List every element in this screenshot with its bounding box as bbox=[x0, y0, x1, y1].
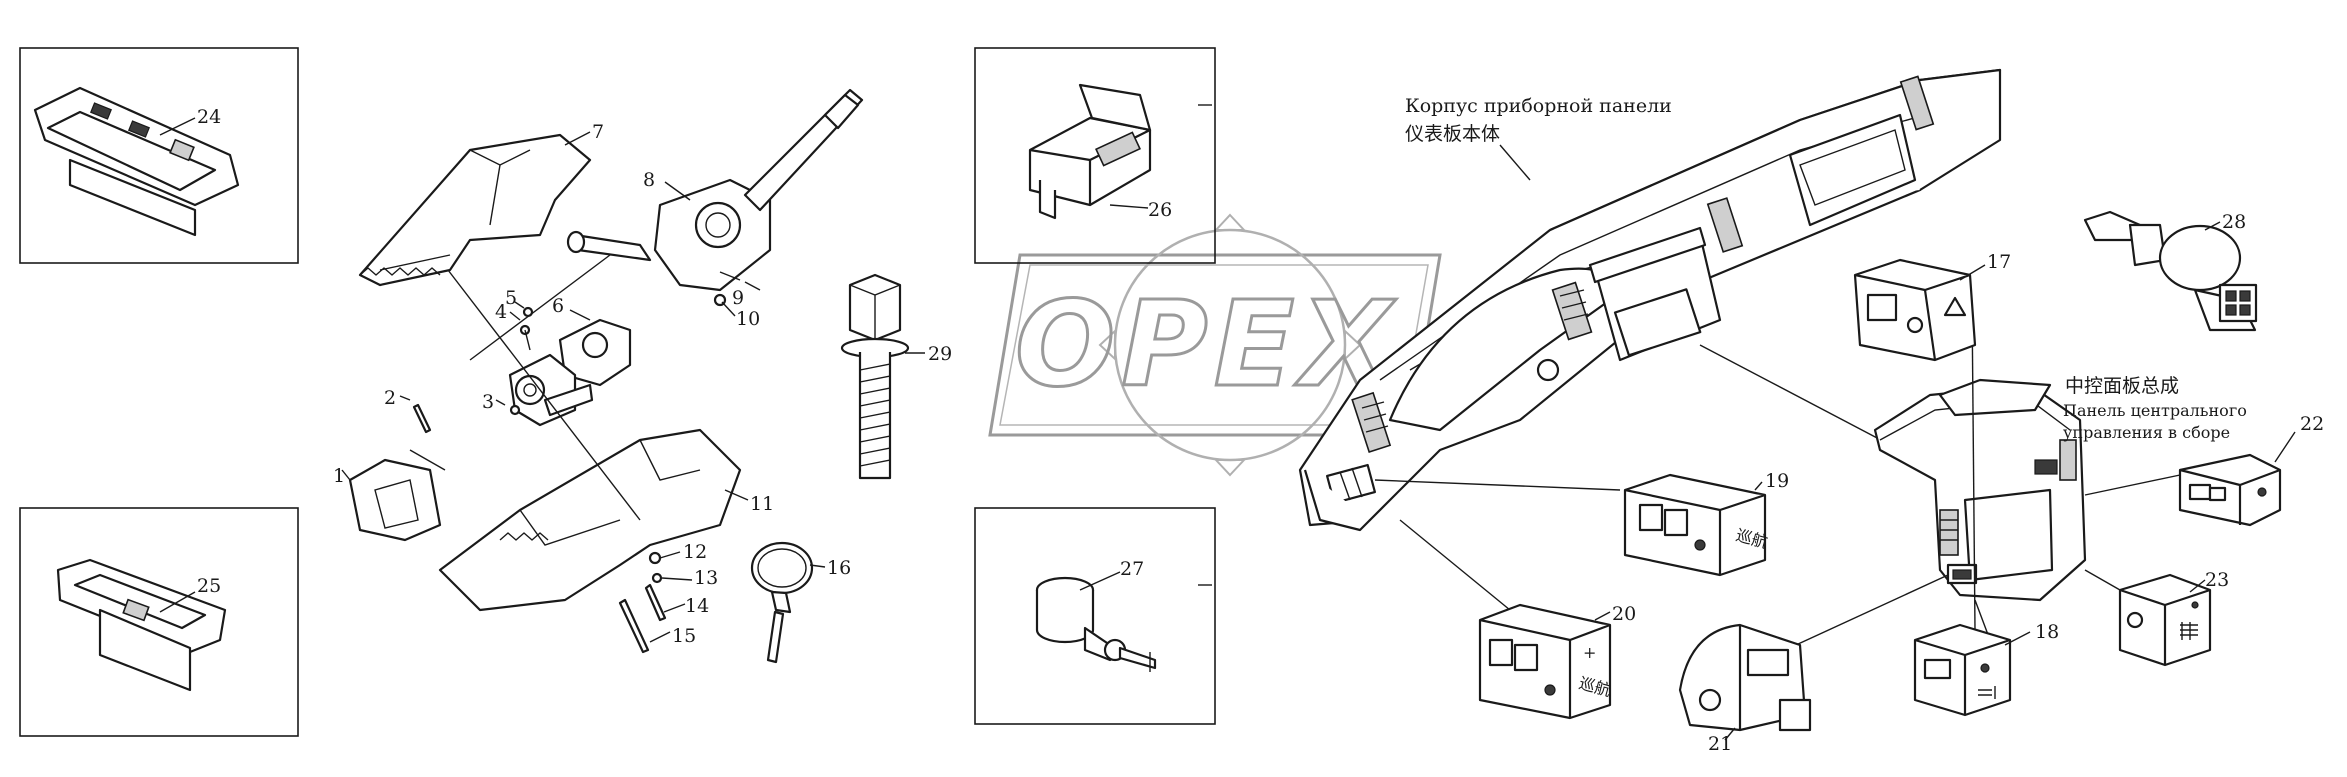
hazard-triangle-icon bbox=[1943, 296, 1967, 317]
part-label-7: 7 bbox=[592, 121, 604, 143]
ignition-switch-6 bbox=[558, 318, 632, 387]
part-label-23: 23 bbox=[2205, 569, 2229, 591]
bolt-29 bbox=[840, 273, 910, 480]
switch-21 bbox=[1678, 623, 1812, 732]
opex-watermark: OPEX bbox=[988, 213, 1442, 477]
part-label-4: 4 bbox=[495, 301, 507, 323]
part-label-20: 20 bbox=[1612, 603, 1636, 625]
rear-defrost-icon bbox=[2180, 622, 2198, 640]
part-label-8: 8 bbox=[643, 169, 655, 191]
window-switch-25 bbox=[56, 558, 227, 692]
fog-lamp-switch-18 bbox=[1913, 623, 2012, 717]
part-label-2: 2 bbox=[384, 387, 396, 409]
part-label-12: 12 bbox=[683, 541, 707, 563]
part-label-21: 21 bbox=[1708, 733, 1732, 755]
part-label-28: 28 bbox=[2222, 211, 2246, 233]
center-panel-label-ru-1: Панель центрального bbox=[2063, 401, 2247, 420]
center-panel-label-ru-2: управления в сборе bbox=[2063, 423, 2230, 442]
inset-box-25: 25 bbox=[19, 507, 299, 737]
part-label-5: 5 bbox=[505, 287, 517, 309]
dashboard-body bbox=[1298, 68, 2002, 532]
part-label-14: 14 bbox=[685, 595, 709, 617]
part-label-29: 29 bbox=[928, 343, 952, 365]
part-label-25: 25 bbox=[197, 575, 221, 597]
part-label-27: 27 bbox=[1120, 558, 1144, 580]
steering-column-group: 7 8 9 10 6 bbox=[333, 88, 864, 654]
inset-box-24: 24 bbox=[19, 47, 299, 264]
gear-icon bbox=[1098, 213, 1362, 477]
part-label-24: 24 bbox=[197, 106, 221, 128]
pressure-sensor-28 bbox=[2083, 210, 2258, 332]
dashboard-label-ru: Корпус приборной панели bbox=[1405, 95, 1672, 117]
switch-20-glyph-1: + bbox=[1583, 643, 1596, 662]
part-label-11: 11 bbox=[750, 493, 774, 515]
fog-lamp-icon bbox=[1978, 686, 1996, 699]
part-label-1: 1 bbox=[333, 465, 345, 487]
part-label-18: 18 bbox=[2035, 621, 2059, 643]
switch-22 bbox=[2178, 453, 2282, 527]
inset-box-26: 26 bbox=[974, 47, 1216, 264]
part-label-10: 10 bbox=[736, 308, 760, 330]
relay-26 bbox=[1028, 83, 1152, 220]
part-label-17: 17 bbox=[1987, 251, 2011, 273]
upper-shroud-7 bbox=[358, 133, 592, 287]
cruise-switch-20: + 巡航 bbox=[1478, 603, 1613, 720]
part-label-15: 15 bbox=[672, 625, 696, 647]
center-panel-label-zh: 中控面板总成 bbox=[2065, 375, 2179, 397]
dashboard-label-zh: 仪表板本体 bbox=[1405, 123, 1500, 145]
part-label-13: 13 bbox=[694, 567, 718, 589]
hazard-switch-17 bbox=[1853, 258, 1977, 362]
part-label-19: 19 bbox=[1765, 470, 1789, 492]
part-label-6: 6 bbox=[552, 295, 564, 317]
inset-box-27: 27 bbox=[974, 507, 1216, 725]
rear-defrost-switch-23 bbox=[2118, 573, 2212, 667]
bracket-1 bbox=[348, 449, 446, 542]
cruise-switch-19: 巡航 bbox=[1623, 473, 1770, 577]
part-label-16: 16 bbox=[827, 557, 851, 579]
watermark-text: OPEX bbox=[1015, 275, 1397, 413]
part-label-26: 26 bbox=[1148, 199, 1172, 221]
part-label-22: 22 bbox=[2300, 413, 2324, 435]
lower-shroud-11 bbox=[438, 428, 742, 612]
center-panel-assembly bbox=[1873, 378, 2087, 602]
part-label-3: 3 bbox=[482, 391, 494, 413]
sensor-27 bbox=[1035, 576, 1157, 672]
hose-clamp-16 bbox=[750, 541, 814, 664]
window-switch-24 bbox=[33, 86, 240, 237]
combination-switch-8 bbox=[566, 88, 864, 292]
part-label-9: 9 bbox=[732, 287, 744, 309]
